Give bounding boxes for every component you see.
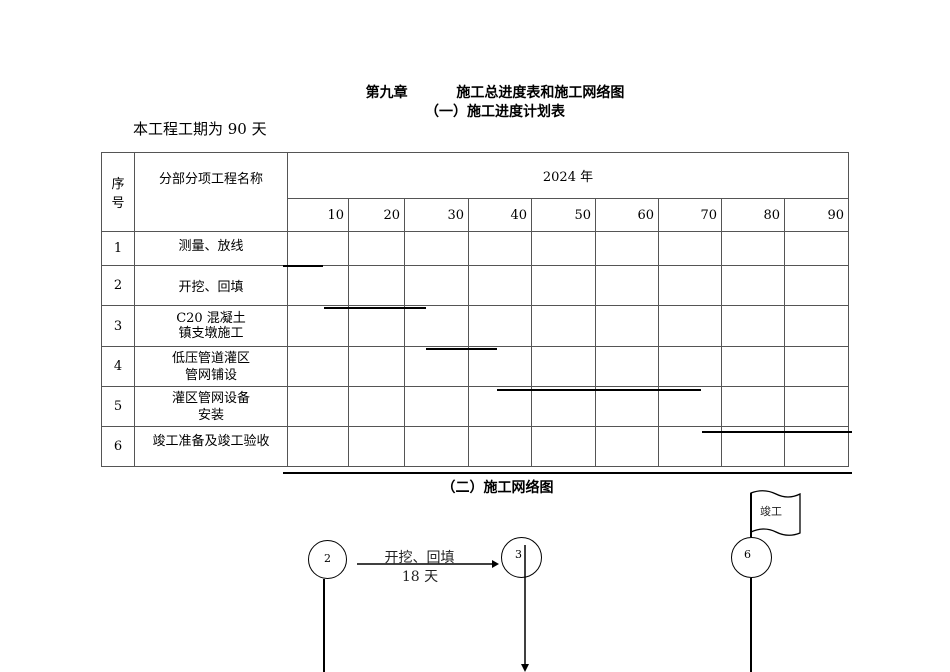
gantt-bar-pipe-laying	[497, 389, 701, 391]
node-6-down-line	[750, 578, 752, 672]
row-name-line2: 镇支墩施工	[178, 326, 244, 341]
table-row: 5 灌区管网设备 安装	[101, 386, 849, 427]
node-label: 6	[744, 548, 751, 561]
network-node-2: 2	[308, 540, 347, 579]
day-tick: 20	[348, 198, 405, 232]
node-2-down-line	[323, 579, 325, 672]
day-tick: 60	[595, 198, 659, 232]
network-node-3: 3	[501, 537, 542, 578]
day-tick: 50	[531, 198, 596, 232]
table-row: 2 开挖、回填	[101, 265, 849, 306]
edge-duration-label: 18 天	[401, 569, 439, 585]
row-name-line2: 安装	[197, 407, 224, 423]
gantt-bar-equipment-install	[702, 431, 852, 433]
row-name: 低压管道灌区 管网铺设	[134, 346, 288, 387]
table-row: 4 低压管道灌区 管网铺设	[101, 346, 849, 387]
header-seq-line2: 号	[111, 196, 125, 211]
chapter-title: 第九章 施工总进度表和施工网络图	[365, 85, 625, 101]
duration-note: 本工程工期为 90 天	[133, 120, 267, 138]
row-seq: 4	[101, 346, 135, 387]
gantt-bar-survey	[283, 265, 323, 267]
row-name-line1: C20 混凝土	[176, 311, 246, 326]
row-name-line1: 灌区管网设备	[171, 390, 250, 406]
row-name-line2: 管网铺设	[184, 367, 237, 383]
header-seq-line1: 序	[111, 177, 125, 192]
node-label: 2	[324, 552, 331, 565]
header-seq: 序 号	[101, 152, 135, 232]
row-name: 竣工准备及竣工验收	[134, 426, 288, 467]
row-name: 测量、放线	[134, 231, 288, 266]
row-name: C20 混凝土 镇支墩施工	[134, 305, 288, 347]
gantt-bar-completion	[283, 472, 852, 474]
table-row: 1 测量、放线	[101, 231, 849, 266]
row-seq: 5	[101, 386, 135, 427]
table-row: 3 C20 混凝土 镇支墩施工	[101, 305, 849, 347]
section-title-schedule: （一）施工进度计划表	[425, 104, 565, 120]
row-name-line1: 低压管道灌区	[171, 350, 250, 366]
day-tick: 90	[784, 198, 849, 232]
gantt-bar-excavation	[324, 307, 426, 309]
row-name: 开挖、回填	[134, 265, 288, 306]
edge-activity-label: 开挖、回填	[384, 550, 455, 566]
day-tick: 80	[721, 198, 785, 232]
header-name: 分部分项工程名称	[134, 152, 288, 232]
table-row: 6 竣工准备及竣工验收	[101, 426, 849, 467]
network-node-6: 6	[731, 537, 772, 578]
row-seq: 1	[101, 231, 135, 266]
schedule-table: 序 号 分部分项工程名称 2024 年 10 20 30 40 50 60 70…	[101, 152, 849, 467]
day-tick: 10	[287, 198, 349, 232]
completion-flag-label: 竣工	[760, 505, 782, 518]
node-label: 3	[515, 548, 522, 561]
flag-pole	[750, 493, 752, 537]
section-title-network: （二）施工网络图	[441, 480, 554, 496]
gantt-bar-concrete	[426, 348, 497, 350]
row-seq: 2	[101, 265, 135, 306]
